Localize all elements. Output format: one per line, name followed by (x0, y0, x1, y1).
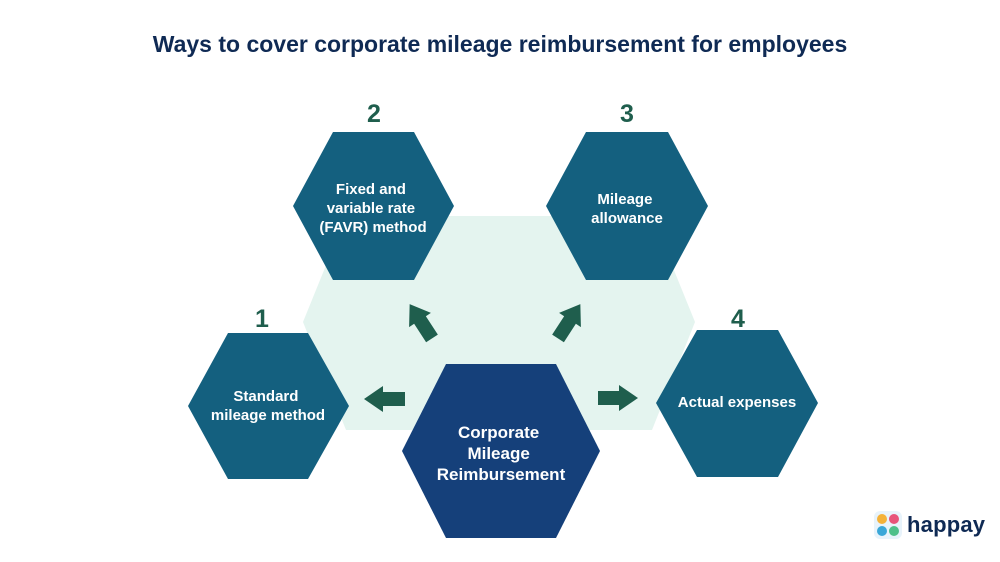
center-label-line-1: Corporate (458, 423, 539, 442)
method-1-hexagon (188, 333, 349, 479)
method-4-label: Actual expenses (678, 394, 796, 411)
center-label-line-2: Mileage (467, 444, 529, 463)
method-2-label-line-3: (FAVR) method (319, 219, 426, 236)
method-1: 1 Standard mileage method (188, 305, 349, 479)
center-label: Corporate Mileage Reimbursement (437, 423, 566, 484)
method-1-label: Standard mileage method (211, 388, 325, 424)
happay-logo-icon (874, 511, 902, 539)
method-2: 2 Fixed and variable rate (FAVR) method (293, 100, 454, 280)
center-label-line-3: Reimbursement (437, 465, 566, 484)
method-2-label: Fixed and variable rate (FAVR) method (319, 181, 426, 236)
method-2-hexagon (293, 132, 454, 280)
method-3-hexagon (546, 132, 708, 280)
method-2-label-line-1: Fixed and (336, 181, 406, 198)
method-4-label-line-1: Actual expenses (678, 394, 796, 411)
happay-logo-text: happay (907, 512, 986, 537)
center-node: Corporate Mileage Reimbursement (402, 364, 600, 538)
method-3-label: Mileage allowance (591, 191, 663, 227)
method-3: 3 Mileage allowance (546, 100, 708, 280)
method-3-label-line-1: Mileage (597, 191, 652, 208)
center-hexagon (402, 364, 600, 538)
method-2-label-line-2: variable rate (327, 200, 415, 217)
method-4: 4 Actual expenses (656, 305, 818, 477)
diagram-title: Ways to cover corporate mileage reimburs… (152, 31, 848, 57)
method-4-hexagon (656, 330, 818, 477)
method-1-label-line-1: Standard (233, 388, 298, 405)
method-4-number: 4 (731, 305, 745, 333)
method-1-number: 1 (255, 305, 269, 333)
arrow-to-method-1 (364, 386, 405, 412)
method-1-label-line-2: mileage method (211, 407, 325, 424)
method-2-number: 2 (367, 100, 381, 128)
arrow-to-method-2 (409, 304, 438, 343)
method-3-number: 3 (620, 100, 634, 128)
method-3-label-line-2: allowance (591, 210, 663, 227)
arrow-to-method-4 (598, 385, 638, 411)
arrow-to-method-3 (552, 304, 581, 343)
happay-logo: happay (874, 511, 985, 539)
